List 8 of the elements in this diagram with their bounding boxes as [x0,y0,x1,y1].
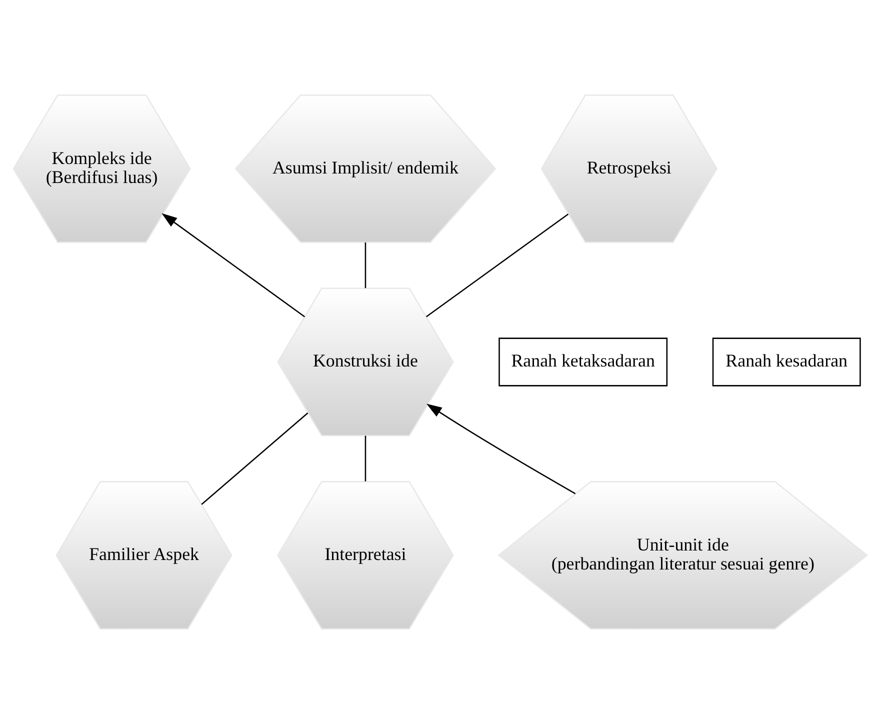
connector [364,436,366,482]
connector [201,412,308,505]
node-box: Ranah kesadaran [712,338,861,386]
arrow [426,404,576,494]
connector [426,214,569,318]
node-box: Ranah ketaksadaran [498,338,668,386]
connector [364,242,366,288]
arrow [162,213,306,318]
